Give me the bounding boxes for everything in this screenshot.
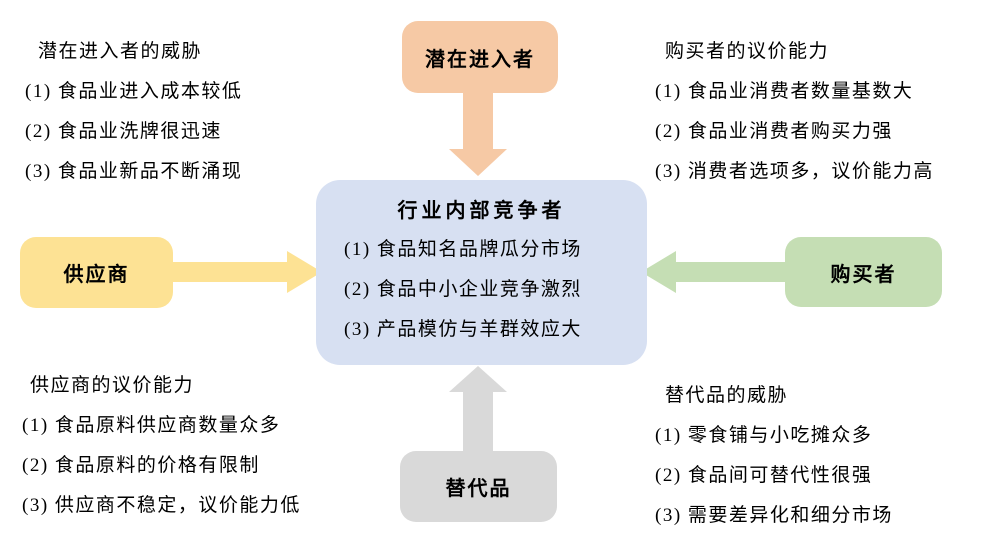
note-heading: 替代品的威胁	[665, 385, 789, 406]
substitutes-label: 替代品	[445, 478, 512, 500]
threat-of-new-entrants-notes: 潜在进入者的威胁 (1) 食品业进入成本较低 (2) 食品业洗牌很迅速 (3) …	[25, 32, 242, 192]
note-item: (2) 食品间可替代性很强	[655, 465, 873, 486]
arrow-down-icon	[449, 88, 507, 176]
center-item: (3) 产品模仿与羊群效应大	[344, 319, 582, 340]
potential-entrants-box: 潜在进入者	[402, 21, 558, 93]
note-item: (2) 食品业消费者购买力强	[655, 121, 893, 142]
note-item: (1) 食品业进入成本较低	[25, 81, 243, 102]
arrow-left-icon	[641, 251, 792, 293]
industry-competitors-title: 行业内部竞争者	[397, 200, 566, 222]
note-heading: 购买者的议价能力	[665, 41, 830, 62]
note-item: (1) 零食铺与小吃摊众多	[655, 425, 873, 446]
note-item: (1) 食品原料供应商数量众多	[22, 415, 281, 436]
note-item: (3) 消费者选项多，议价能力高	[655, 161, 934, 182]
industry-competitors-box: 行业内部竞争者 (1) 食品知名品牌瓜分市场 (2) 食品中小企业竞争激烈 (3…	[316, 180, 647, 365]
potential-entrants-label: 潜在进入者	[425, 48, 535, 71]
supplier-bargaining-power-notes: 供应商的议价能力 (1) 食品原料供应商数量众多 (2) 食品原料的价格有限制 …	[22, 366, 301, 526]
arrow-up-shape	[449, 366, 507, 453]
arrow-up-icon	[449, 366, 507, 453]
note-item: (2) 食品原料的价格有限制	[22, 455, 260, 476]
note-item: (3) 供应商不稳定，议价能力低	[22, 495, 301, 516]
arrow-right-icon	[171, 251, 322, 293]
note-heading: 潜在进入者的威胁	[38, 41, 203, 62]
note-item: (3) 需要差异化和细分市场	[655, 505, 893, 526]
arrow-right-shape	[171, 251, 322, 293]
buyers-box: 购买者	[785, 237, 942, 307]
buyer-bargaining-power-notes: 购买者的议价能力 (1) 食品业消费者数量基数大 (2) 食品业消费者购买力强 …	[655, 32, 934, 192]
note-item: (2) 食品业洗牌很迅速	[25, 121, 222, 142]
arrow-down-shape	[449, 88, 507, 176]
arrow-left-shape	[641, 251, 792, 293]
substitutes-box: 替代品	[400, 451, 557, 522]
center-item: (1) 食品知名品牌瓜分市场	[344, 239, 582, 260]
suppliers-box: 供应商	[20, 237, 173, 308]
note-item: (3) 食品业新品不断涌现	[25, 161, 243, 182]
buyers-label: 购买者	[830, 263, 897, 286]
note-item: (1) 食品业消费者数量基数大	[655, 81, 914, 102]
threat-of-substitutes-notes: 替代品的威胁 (1) 零食铺与小吃摊众多 (2) 食品间可替代性很强 (3) 需…	[655, 376, 893, 536]
center-item: (2) 食品中小企业竞争激烈	[344, 279, 582, 300]
suppliers-label: 供应商	[63, 264, 130, 286]
note-heading: 供应商的议价能力	[30, 375, 195, 396]
